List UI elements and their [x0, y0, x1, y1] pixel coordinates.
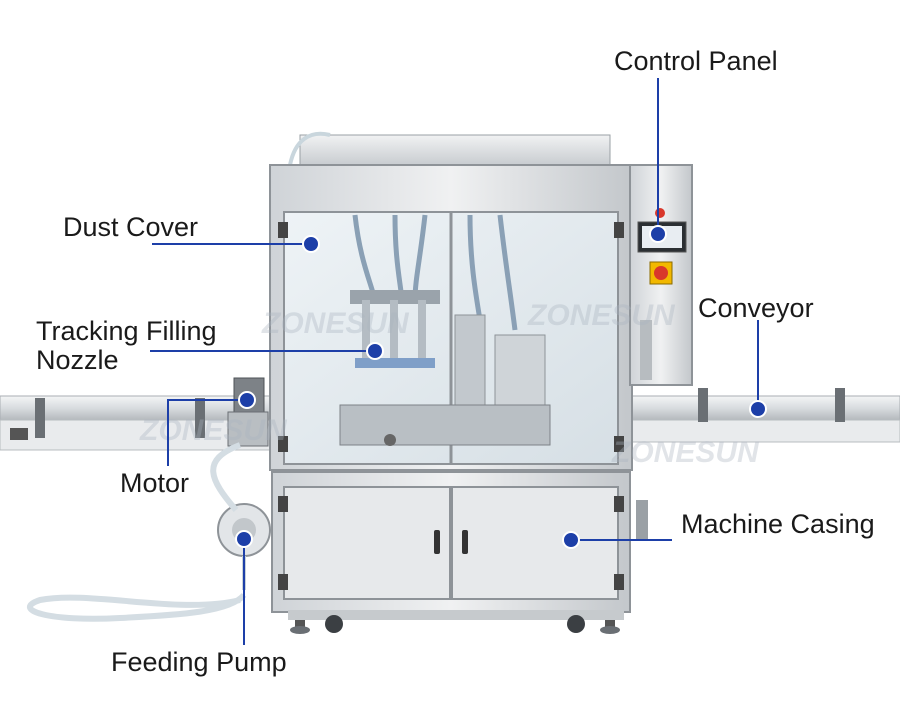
label-conveyor: Conveyor [698, 293, 814, 323]
label-machine-casing: Machine Casing [681, 509, 875, 539]
label-tracking-filling-nozzle-line1: Tracking Filling [36, 316, 217, 346]
dot-control-panel [649, 225, 667, 243]
control-panel-box [629, 164, 693, 386]
watermark-4: ZONESUN [611, 436, 760, 469]
dot-conveyor [749, 400, 767, 418]
callout-line-motor [167, 399, 247, 466]
dot-machine-casing [562, 531, 580, 549]
filling-assembly [339, 214, 551, 446]
watermark-1: ZONESUN [261, 307, 410, 340]
dot-feeding-pump [235, 530, 253, 548]
machine-casing [271, 471, 648, 634]
callout-lines [150, 78, 759, 645]
dot-tracking-nozzle [366, 342, 384, 360]
top-tank [299, 134, 611, 166]
label-motor: Motor [120, 468, 190, 498]
label-feeding-pump: Feeding Pump [111, 647, 287, 677]
conveyor-right [629, 388, 900, 443]
label-dust-cover: Dust Cover [63, 212, 199, 242]
label-tracking-filling-nozzle-line2: Nozzle [36, 345, 119, 375]
dot-dust-cover [302, 235, 320, 253]
dot-motor [238, 391, 256, 409]
watermark-2: ZONESUN [527, 299, 676, 332]
label-control-panel: Control Panel [614, 46, 778, 76]
watermark-3: ZONESUN [139, 414, 288, 447]
callout-dots [235, 225, 767, 549]
